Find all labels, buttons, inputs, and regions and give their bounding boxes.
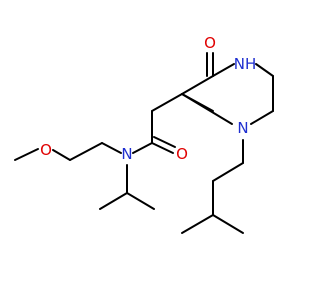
- atom-o-ether: O: [40, 141, 52, 159]
- bond-carbonyl-o-a: [151, 142, 174, 154]
- bond-carbonyl-o-b: [153, 136, 176, 148]
- bond-chain1-chain2: [212, 162, 244, 182]
- bond-ring-c2-c3: [181, 75, 214, 95]
- atom-nh-ring: NH: [234, 55, 257, 73]
- bonds: [14, 52, 274, 234]
- bond-isopropyl-me2: [126, 192, 155, 210]
- bond-chain3-me-b: [212, 214, 244, 234]
- atom-o-lactam: O: [204, 34, 216, 52]
- bond-isopropyl-me1: [99, 192, 128, 210]
- bond-ring-c2-n1b: [181, 93, 214, 112]
- bond-ch2-ring: [151, 93, 183, 112]
- bond-n-carbonyl: [132, 142, 153, 154]
- atom-o-amide: O: [176, 145, 188, 163]
- atom-n-amide: N: [121, 145, 132, 163]
- bond-ch2-ch2: [69, 142, 103, 161]
- bond-methyl-o: [14, 148, 39, 161]
- atom-labels: O N O N NH O: [40, 34, 256, 163]
- bond-ring-c3-nh: [212, 63, 235, 77]
- bond-chain3-me-a: [181, 214, 214, 234]
- bond-o-ch2: [52, 149, 71, 161]
- bond-ch2-n: [101, 142, 122, 154]
- bond-ring-c6-n1: [250, 110, 274, 125]
- bond-ring-nh-c5: [255, 63, 274, 77]
- molecule-structure: O N O N NH O: [0, 0, 300, 300]
- canvas-background: [0, 0, 300, 300]
- atom-n-ring-tertiary: N: [237, 119, 248, 137]
